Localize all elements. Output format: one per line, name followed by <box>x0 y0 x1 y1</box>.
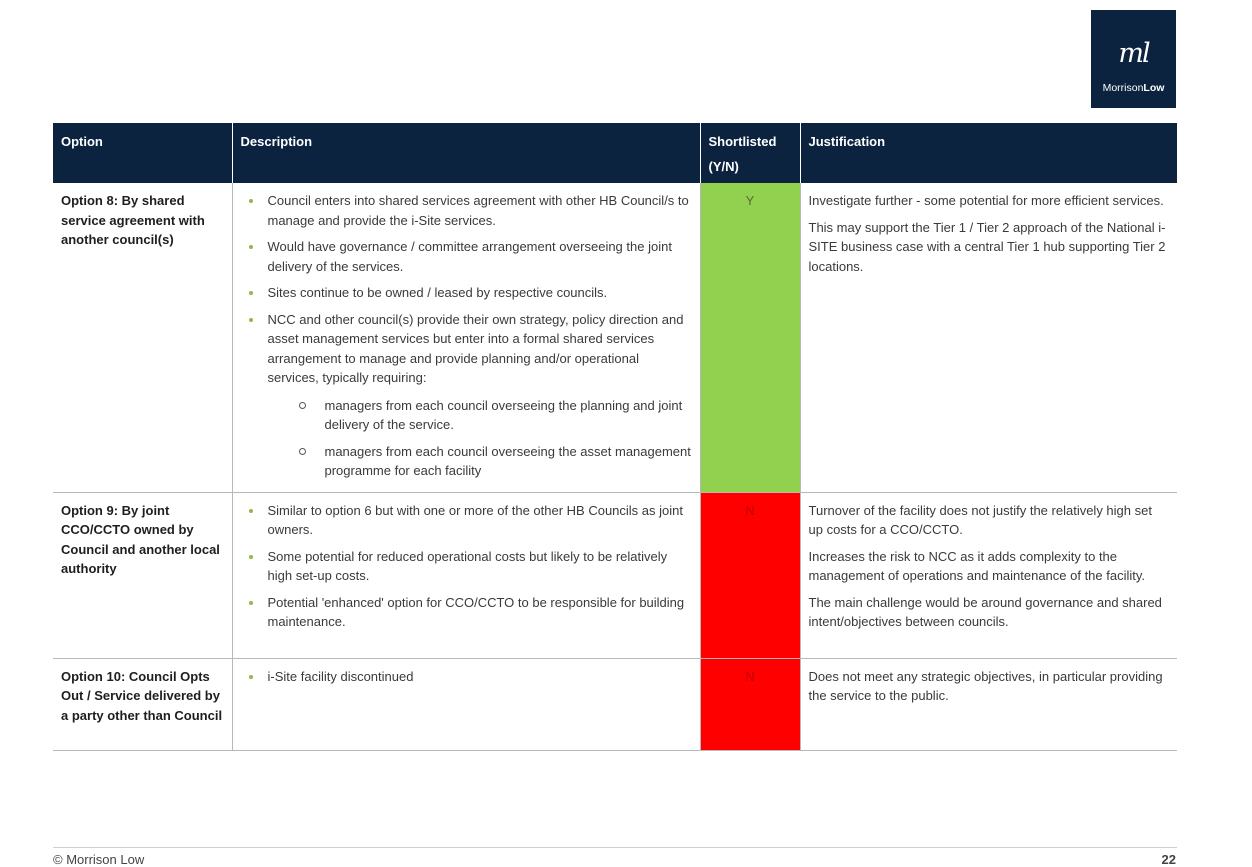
list-item: Potential 'enhanced' option for CCO/CCTO… <box>241 593 692 632</box>
description-cell: Council enters into shared services agre… <box>231 183 700 493</box>
justification-cell: Turnover of the facility does not justif… <box>799 492 1177 659</box>
justification-cell: Does not meet any strategic objectives, … <box>799 658 1177 751</box>
shortlisted-badge: Y <box>699 183 800 493</box>
header-justification: Justification <box>799 123 1177 183</box>
table-header-row: Option Description Shortlisted(Y/N) Just… <box>53 123 1177 183</box>
table-row-option-10: Option 10: Council Opts Out / Service de… <box>53 658 1177 751</box>
logo-wordmark: MorrisonLow <box>1102 82 1165 94</box>
list-item: Some potential for reduced operational c… <box>241 547 692 586</box>
header-description: Description <box>231 123 700 183</box>
option-cell: Option 8: By shared service agreement wi… <box>53 183 232 493</box>
table-row-option-8: Option 8: By shared service agreement wi… <box>53 183 1177 493</box>
table-row-option-9: Option 9: By joint CCO/CCTO owned by Cou… <box>53 492 1177 659</box>
sub-list-item: managers from each council overseeing th… <box>296 396 692 435</box>
description-cell: i-Site facility discontinued <box>231 658 700 751</box>
footer-divider <box>53 847 1177 848</box>
justification-cell: Investigate further - some potential for… <box>799 183 1177 493</box>
list-item: Would have governance / committee arrang… <box>241 237 692 276</box>
list-item: Council enters into shared services agre… <box>241 191 692 230</box>
list-item: i-Site facility discontinued <box>241 667 692 687</box>
sub-list-item: managers from each council overseeing th… <box>296 442 692 481</box>
footer-copyright: © Morrison Low <box>53 852 145 867</box>
description-cell: Similar to option 6 but with one or more… <box>231 492 700 659</box>
list-item: NCC and other council(s) provide their o… <box>241 310 692 481</box>
header-option: Option <box>53 123 232 183</box>
option-cell: Option 9: By joint CCO/CCTO owned by Cou… <box>53 492 232 659</box>
option-cell: Option 10: Council Opts Out / Service de… <box>53 658 232 751</box>
list-item: Sites continue to be owned / leased by r… <box>241 283 692 303</box>
header-shortlisted: Shortlisted(Y/N) <box>699 123 800 183</box>
list-item: Similar to option 6 but with one or more… <box>241 501 692 540</box>
logo-monogram: ml <box>1118 38 1150 69</box>
options-table: Option Description Shortlisted(Y/N) Just… <box>53 123 1177 751</box>
page-number: 22 <box>1161 852 1176 867</box>
morrison-low-logo: ml MorrisonLow <box>1091 10 1176 108</box>
shortlisted-badge: N <box>699 492 800 659</box>
shortlisted-badge: N <box>699 658 800 751</box>
